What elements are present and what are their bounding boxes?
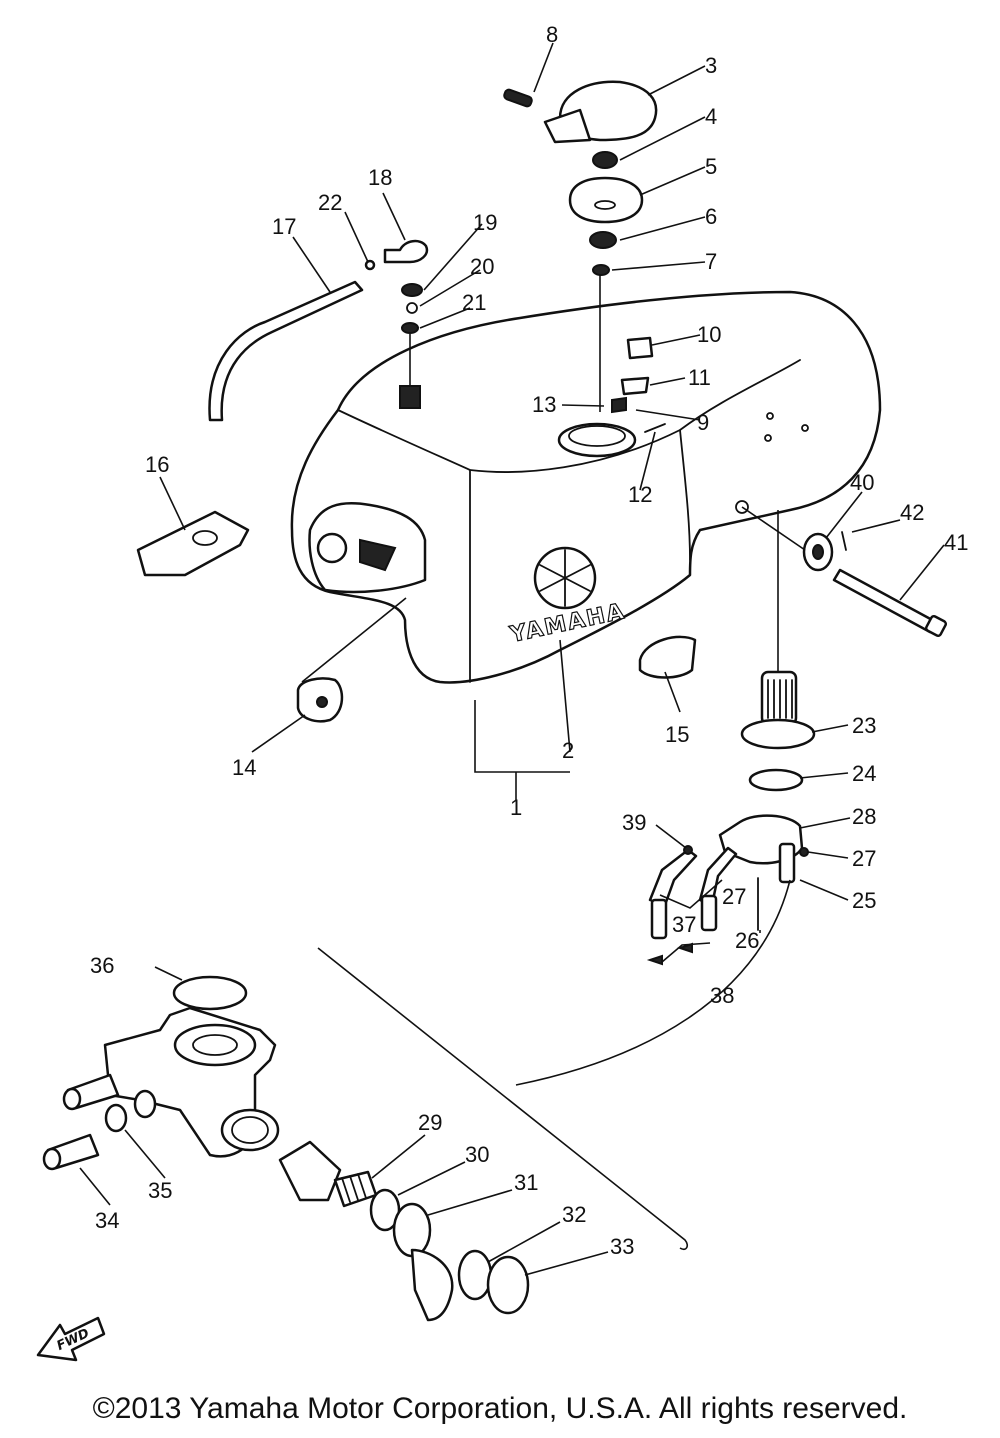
part-label: 24 (852, 761, 876, 786)
part-label: 40 (850, 470, 874, 495)
part-label: 23 (852, 713, 876, 738)
part-label: 9 (697, 410, 709, 435)
part-label: 38 (710, 983, 734, 1008)
part-label: 14 (232, 755, 256, 780)
part-label: 35 (148, 1178, 172, 1203)
part-label: 3 (705, 53, 717, 78)
part-label: 22 (318, 190, 342, 215)
part-label: 27 (852, 846, 876, 871)
part-label: 36 (90, 953, 114, 978)
part-label: 2 (562, 738, 574, 763)
part-label: 33 (610, 1234, 634, 1259)
part-label: 32 (562, 1202, 586, 1227)
part-label: 4 (705, 104, 717, 129)
part-label: 28 (852, 804, 876, 829)
fuel-tank[interactable]: YAMAHA (290, 290, 882, 684)
fuel-filter-and-cock[interactable] (515, 510, 816, 1086)
part-label: 7 (705, 249, 717, 274)
part-label: 26 (735, 928, 759, 953)
part-label: 19 (473, 210, 497, 235)
part-label: 29 (418, 1110, 442, 1135)
part-label: 25 (852, 888, 876, 913)
forward-arrow-icon: FWD (36, 1316, 106, 1362)
part-label: 8 (546, 22, 558, 47)
part-label: 31 (514, 1170, 538, 1195)
part-label: 1 (510, 795, 522, 820)
part-label: 39 (622, 810, 646, 835)
part-label: 30 (465, 1142, 489, 1167)
part-label: 34 (95, 1208, 119, 1233)
part-label: 16 (145, 452, 169, 477)
part-label: 5 (705, 154, 717, 179)
mounting-bolt[interactable] (741, 506, 948, 638)
part-label: 27 (722, 884, 746, 909)
part-label: 15 (665, 722, 689, 747)
tank-brackets[interactable] (136, 336, 697, 723)
part-label: 21 (462, 290, 486, 315)
copyright-notice: ©2013 Yamaha Motor Corporation, U.S.A. A… (92, 1392, 908, 1425)
part-label: 20 (470, 254, 494, 279)
part-label: 12 (628, 482, 652, 507)
part-label: 18 (368, 165, 392, 190)
part-label: 11 (688, 365, 711, 390)
label-leaders (79, 42, 945, 1276)
part-label: 41 (944, 530, 968, 555)
fuel-cap-assembly[interactable] (503, 80, 658, 412)
part-label: 37 (672, 912, 696, 937)
petcock-exploded-detail[interactable] (42, 947, 688, 1322)
vent-hose-assembly[interactable] (208, 239, 429, 422)
part-label: 10 (697, 322, 721, 347)
part-label: 17 (272, 214, 296, 239)
part-label: 6 (705, 204, 717, 229)
part-label: 42 (900, 500, 924, 525)
part-label: 13 (532, 392, 556, 417)
part-labels: 1 2 3 4 5 6 7 8 9 10 11 12 13 14 15 16 1… (90, 22, 968, 1259)
